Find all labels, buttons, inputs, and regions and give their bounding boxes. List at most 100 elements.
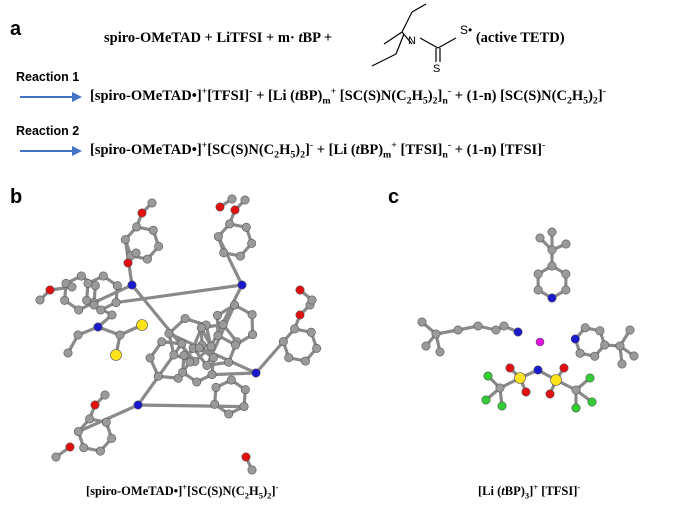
spiro-atom	[112, 298, 120, 306]
spiro-atom	[248, 466, 256, 474]
litfsi-atom	[484, 372, 492, 380]
litfsi-atom	[522, 388, 530, 396]
spiro-atom	[134, 401, 142, 409]
litfsi-atom	[586, 374, 594, 382]
spiro-atom	[75, 306, 83, 314]
reaction1-label: Reaction 1	[16, 70, 79, 84]
litfsi-atom	[515, 373, 526, 384]
tetd-atom-n: N	[408, 35, 416, 47]
spiro-atom	[231, 206, 239, 214]
litfsi-atom	[500, 322, 508, 330]
spiro-atom	[308, 296, 316, 304]
radical-sulfur: S•	[460, 23, 472, 37]
panel-label-a: a	[10, 18, 21, 41]
spiro-atom	[64, 349, 72, 357]
spiro-atom	[77, 272, 85, 280]
spiro-atom	[36, 296, 44, 304]
spiro-atom	[214, 232, 222, 240]
litfsi-atom	[548, 228, 556, 236]
litfsi-atom	[506, 364, 514, 372]
spiro-atom	[241, 385, 249, 393]
li-tbp-tfsi-molecular-model	[400, 230, 640, 420]
spiro-atom	[101, 391, 109, 399]
spiro-atom	[231, 341, 239, 349]
litfsi-atom	[562, 286, 570, 294]
litfsi-atom	[616, 342, 624, 350]
spiro-atom	[248, 310, 256, 318]
tetd-atom-s: S	[433, 63, 440, 75]
spiro-atom	[227, 376, 235, 384]
spiro-atom	[66, 443, 74, 451]
top-equation-right: S• (active TETD)	[460, 30, 565, 47]
spiro-atom	[279, 337, 287, 345]
spiro-atom	[74, 331, 82, 339]
litfsi-atom	[591, 352, 599, 360]
spiro-atom	[132, 249, 140, 257]
spiro-atom	[195, 344, 203, 352]
spiro-atom	[178, 368, 186, 376]
litfsi-atom	[596, 327, 604, 335]
litfsi-atom	[588, 398, 596, 406]
spiro-atom	[121, 235, 129, 243]
spiro-atom	[82, 296, 90, 304]
litfsi-atom	[560, 364, 568, 372]
spiro-atom	[124, 259, 132, 267]
spiro-bond	[138, 405, 244, 407]
spiro-atom	[52, 453, 60, 461]
spiro-atom	[186, 358, 194, 366]
litfsi-atom	[536, 338, 544, 346]
caption-c: [Li (tBP)3]+ [TFSI]-	[478, 482, 580, 501]
litfsi-atom	[514, 328, 522, 336]
spiro-atom	[111, 350, 122, 361]
litfsi-atom	[576, 349, 584, 357]
spiro-atom	[216, 203, 224, 211]
litfsi-atom	[436, 348, 444, 356]
spiro-atom	[94, 323, 102, 331]
litfsi-atom	[418, 318, 426, 326]
reaction2-equation: [spiro-OMeTAD•]+[SC(S)N(C2H5)2]- + [Li (…	[90, 140, 545, 161]
spiro-atom	[46, 286, 54, 294]
spiro-atom	[60, 296, 68, 304]
litfsi-atom	[562, 240, 570, 248]
litfsi-atom	[534, 270, 542, 278]
spiro-atom	[296, 311, 304, 319]
spiro-atom	[248, 330, 256, 338]
spiro-atom	[74, 427, 82, 435]
litfsi-atom	[571, 335, 579, 343]
spiro-atom	[208, 370, 216, 378]
litfsi-atom	[534, 366, 542, 374]
spiro-atom	[113, 281, 121, 289]
panel-label-c: c	[388, 186, 399, 209]
litfsi-atom	[482, 396, 490, 404]
litfsi-atom	[422, 342, 430, 350]
spiro-atom	[149, 226, 157, 234]
litfsi-atoms	[418, 228, 638, 412]
litfsi-atom	[492, 326, 500, 334]
spiro-atom	[99, 272, 107, 280]
litfsi-atom	[536, 234, 544, 242]
spiro-atom	[177, 340, 185, 348]
reaction1-equation: [spiro-OMeTAD•]+[TFSI]- + [Li (tBP)m+ [S…	[90, 86, 606, 107]
spiro-atom	[158, 338, 166, 346]
litfsi-atom	[548, 262, 556, 270]
litfsi-atom	[601, 341, 609, 349]
reaction2-arrow	[20, 146, 82, 156]
spiro-bond	[218, 237, 242, 285]
litfsi-bonds	[422, 232, 634, 408]
spiro-atom	[207, 342, 215, 350]
spiro-atom	[224, 358, 232, 366]
litfsi-atom	[496, 384, 504, 392]
spiro-atom	[85, 415, 93, 423]
spiro-atom	[212, 383, 220, 391]
spiro-atom	[238, 281, 246, 289]
spiro-atom	[146, 354, 154, 362]
spiro-atom	[290, 325, 298, 333]
spiro-atom	[116, 331, 124, 339]
spiro-atom	[219, 320, 227, 328]
litfsi-atom	[572, 386, 580, 394]
litfsi-atom	[630, 352, 638, 360]
spiro-atom	[301, 357, 309, 365]
spiro-atom	[296, 286, 304, 294]
spiro-atom	[210, 400, 218, 408]
spiro-atom	[230, 301, 238, 309]
